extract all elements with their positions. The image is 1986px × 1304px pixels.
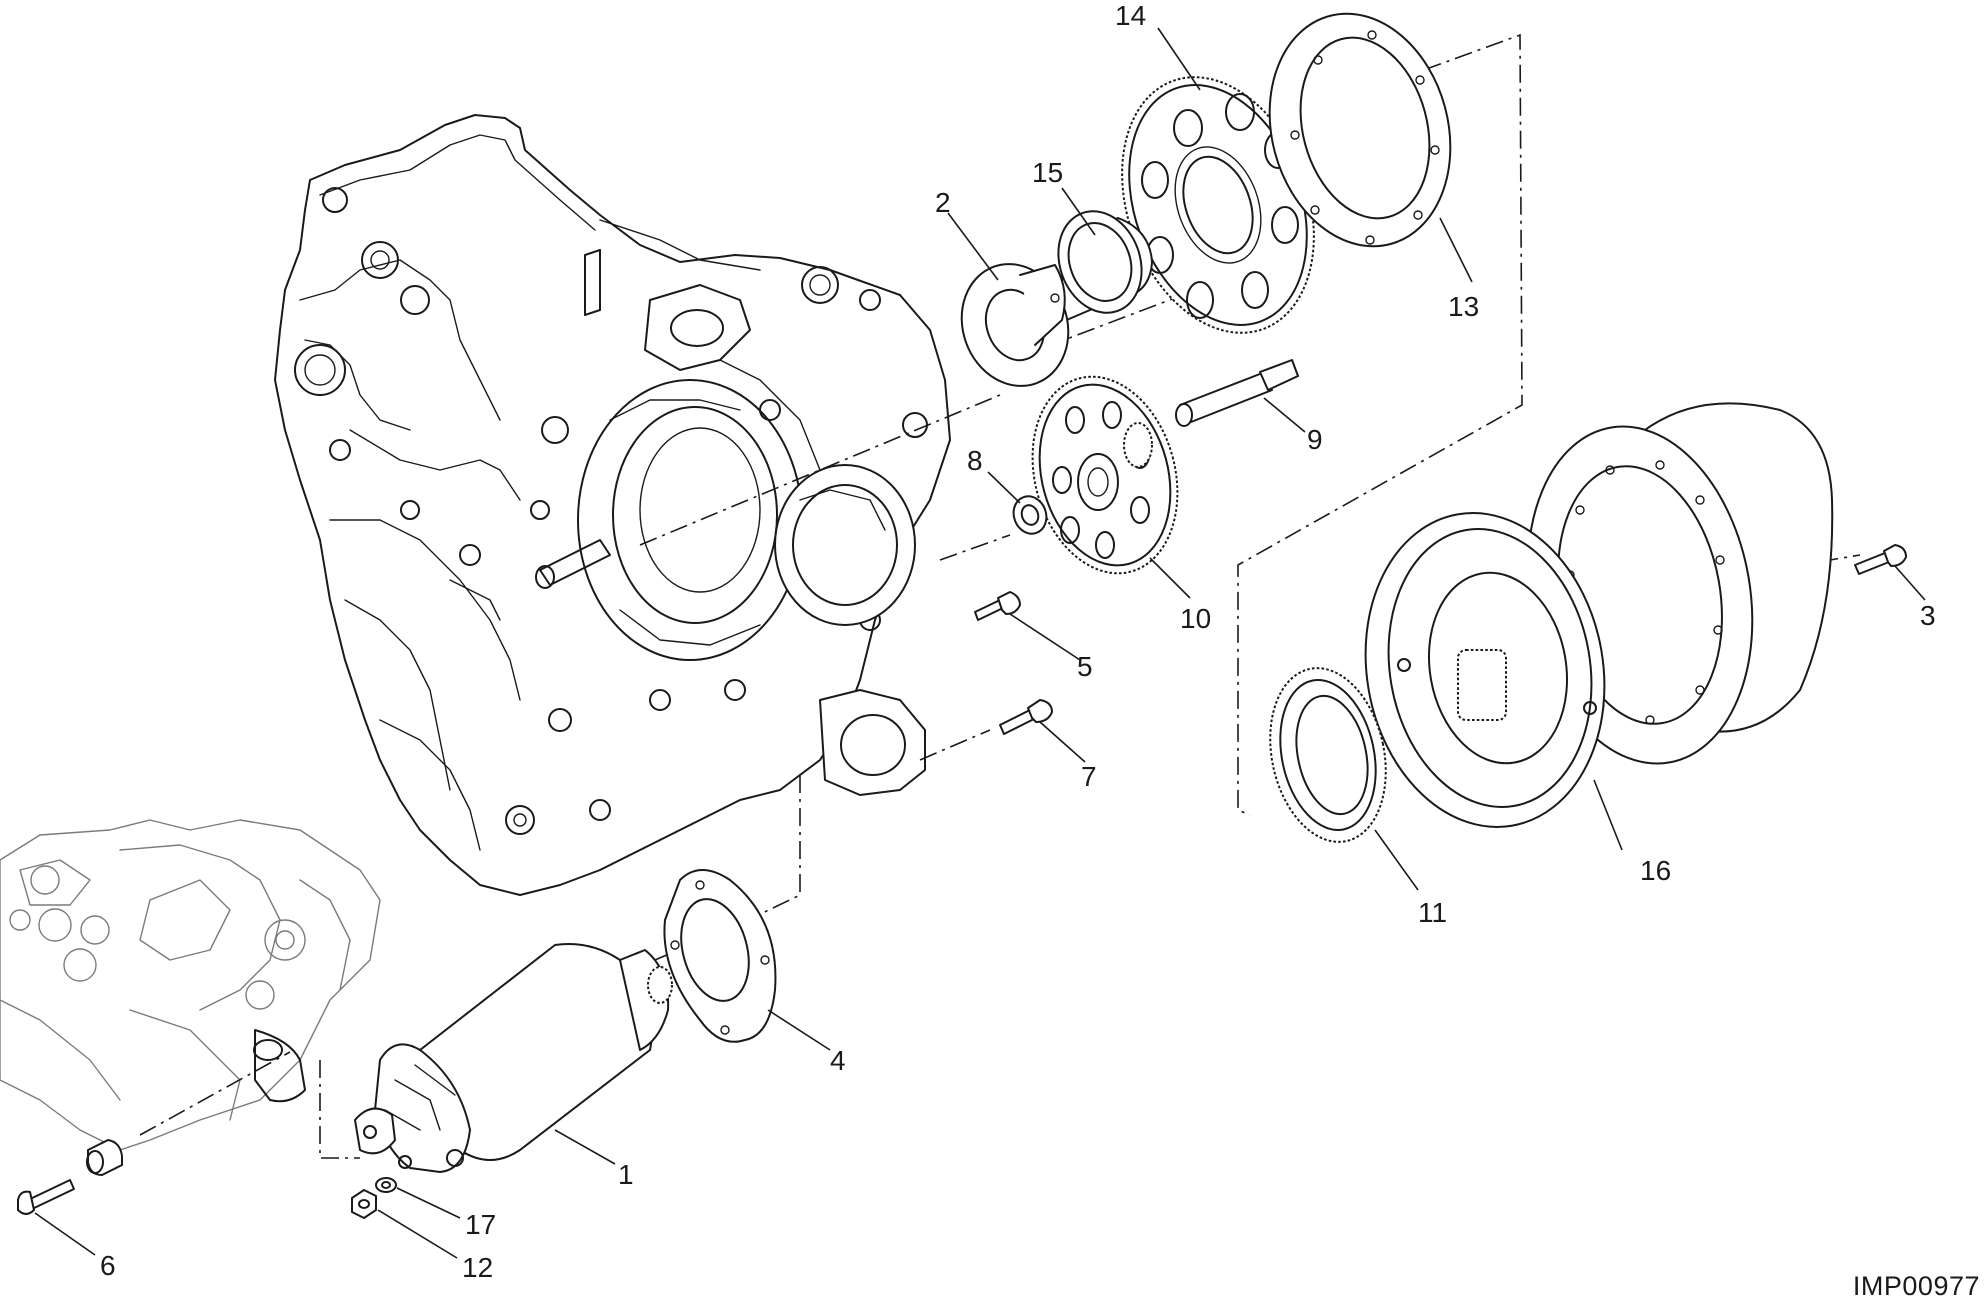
part-4-gasket (663, 869, 777, 1043)
drawing-reference-code: IMP00977 (1852, 1271, 1980, 1301)
part-7-screw (999, 699, 1053, 735)
main-crankcase-drawing (274, 114, 951, 896)
part-3-screw (1854, 544, 1907, 575)
callout-9: 9 (1307, 424, 1323, 455)
callout-4: 4 (830, 1045, 846, 1076)
callout-15: 15 (1032, 157, 1063, 188)
callout-6: 6 (100, 1250, 116, 1281)
part-1-starter-motor (354, 943, 673, 1173)
part-6-bolt (17, 1139, 123, 1215)
leader-lines (34, 27, 1926, 1259)
callout-5: 5 (1077, 651, 1093, 682)
callout-11: 11 (1418, 897, 1447, 928)
part-16-rotor (1364, 402, 1834, 828)
part-17-washer (375, 1177, 397, 1193)
callout-10: 10 (1180, 603, 1211, 634)
callout-14: 14 (1115, 0, 1146, 31)
callout-12: 12 (462, 1252, 493, 1283)
part-14-starter-gear (1121, 76, 1315, 334)
part-9-shaft (1175, 359, 1299, 427)
callout-16: 16 (1640, 855, 1671, 886)
callout-8: 8 (967, 445, 983, 476)
secondary-crankcase-drawing (0, 819, 381, 1151)
callout-labels: 14 13 15 2 9 8 10 5 7 3 16 11 4 1 6 17 1… (100, 0, 1936, 1283)
callout-2: 2 (935, 187, 951, 218)
part-8-circlip (1012, 495, 1048, 535)
callout-13: 13 (1448, 291, 1479, 322)
callout-17: 17 (465, 1209, 496, 1240)
callout-7: 7 (1081, 761, 1097, 792)
part-15-bushing (1057, 210, 1153, 323)
callout-1: 1 (618, 1159, 634, 1190)
part-11-freewheel (1269, 667, 1387, 843)
callout-3: 3 (1920, 600, 1936, 631)
part-13-gasket (1268, 12, 1452, 248)
part-10-intermediate-gear (1031, 375, 1179, 575)
part-2-flanged-bearing (960, 263, 1070, 387)
part-12-nut (351, 1189, 377, 1219)
part-5-screw (974, 591, 1021, 621)
